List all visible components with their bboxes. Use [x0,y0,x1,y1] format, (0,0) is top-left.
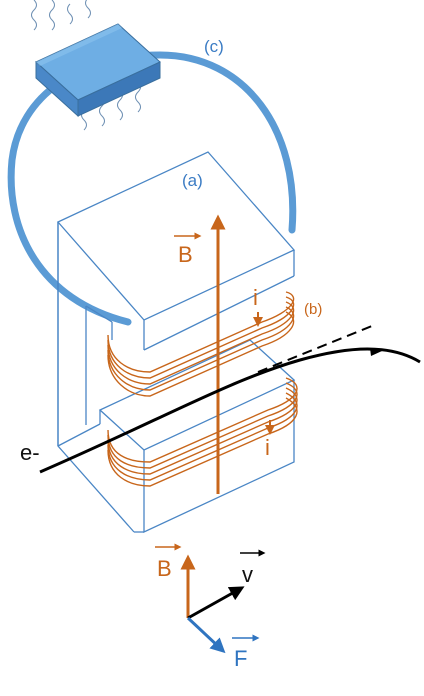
magnet-yoke [56,151,296,534]
label-magnet: (a) [182,171,203,190]
ring-wire [7,51,297,326]
label-current-top: i [253,285,258,310]
heater-block [31,0,161,131]
coil-top [107,291,295,397]
label-coils: (b) [304,301,322,318]
label-force: F [234,646,247,671]
label-velocity: v [242,562,253,587]
label-cathode: (c) [204,37,224,56]
label-current-bottom: i [265,435,270,460]
coil-bottom [107,377,298,487]
electron-trajectory [39,325,421,474]
label-electron: e- [20,440,40,465]
vector-triad [155,232,266,654]
label-axis-field: B [157,556,172,581]
label-field: B [178,242,193,267]
